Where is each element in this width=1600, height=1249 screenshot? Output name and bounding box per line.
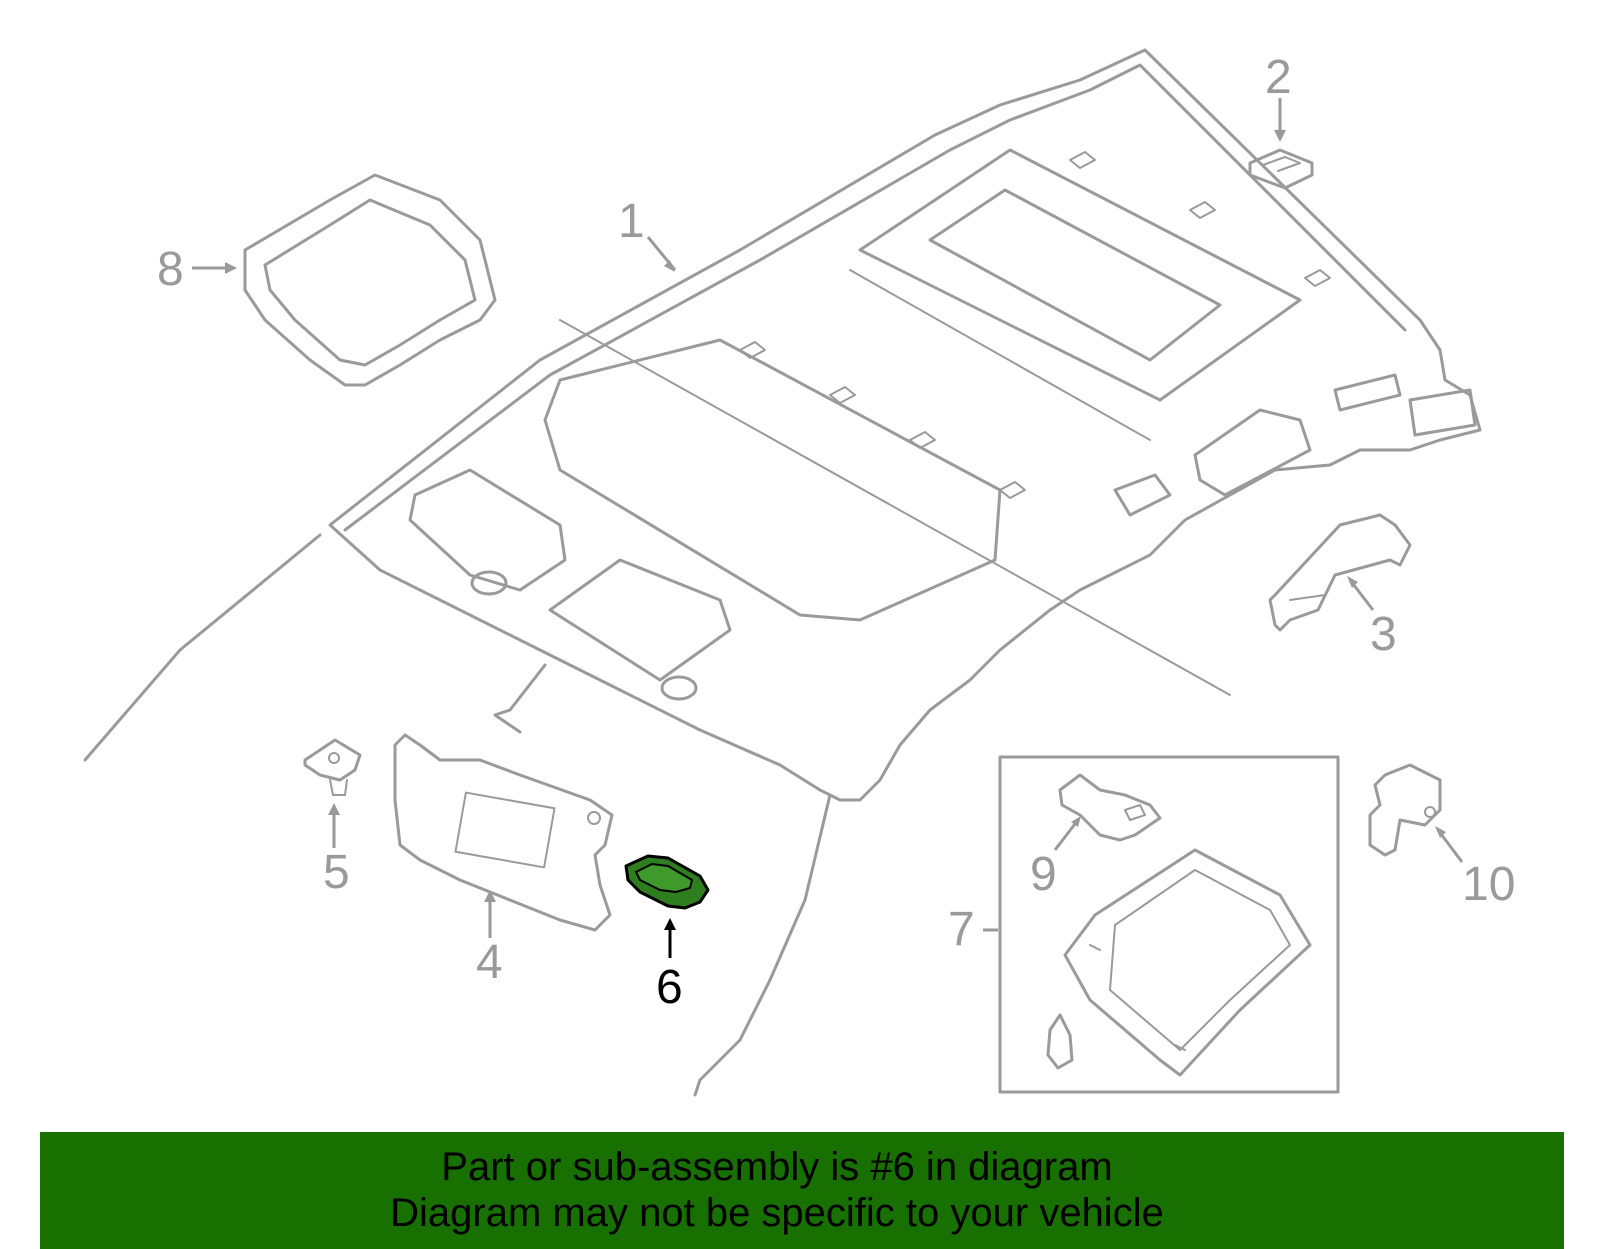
callout-7: 7 bbox=[948, 903, 975, 956]
arrow-9 bbox=[1053, 819, 1080, 851]
callout-2: 2 bbox=[1265, 51, 1292, 104]
bracket-part-9[interactable] bbox=[1058, 773, 1162, 842]
bracket-part-10[interactable] bbox=[1368, 763, 1442, 857]
banner-line-2: Diagram may not be specific to your vehi… bbox=[390, 1191, 1164, 1235]
banner-line-1: Part or sub-assembly is #6 in diagram bbox=[441, 1145, 1113, 1189]
frame-part-8[interactable] bbox=[243, 173, 497, 387]
callout-4: 4 bbox=[476, 936, 503, 989]
callout-arrows bbox=[192, 98, 1464, 958]
parts-diagram: 1 2 3 4 5 6 7 8 9 10 bbox=[83, 48, 1515, 1097]
callout-3: 3 bbox=[1370, 608, 1397, 661]
callout-1: 1 bbox=[618, 195, 645, 248]
callout-10: 10 bbox=[1462, 858, 1515, 911]
dome-light-box-part-7[interactable] bbox=[998, 755, 1340, 1094]
cover-part-6-highlighted[interactable] bbox=[624, 854, 710, 910]
clip-part-2[interactable] bbox=[1248, 148, 1314, 190]
info-banner: Part or sub-assembly is #6 in diagram Di… bbox=[40, 1132, 1564, 1249]
assist-grip-part-3[interactable] bbox=[1268, 513, 1412, 632]
callout-6: 6 bbox=[656, 961, 683, 1014]
headliner-part[interactable] bbox=[328, 48, 1482, 802]
callout-8: 8 bbox=[157, 243, 184, 296]
wire-harness bbox=[83, 533, 832, 1097]
callout-5: 5 bbox=[323, 846, 350, 899]
visor-clip-part-5[interactable] bbox=[303, 738, 362, 796]
callout-9: 9 bbox=[1030, 848, 1057, 901]
sun-visor-part-4[interactable] bbox=[393, 733, 614, 932]
